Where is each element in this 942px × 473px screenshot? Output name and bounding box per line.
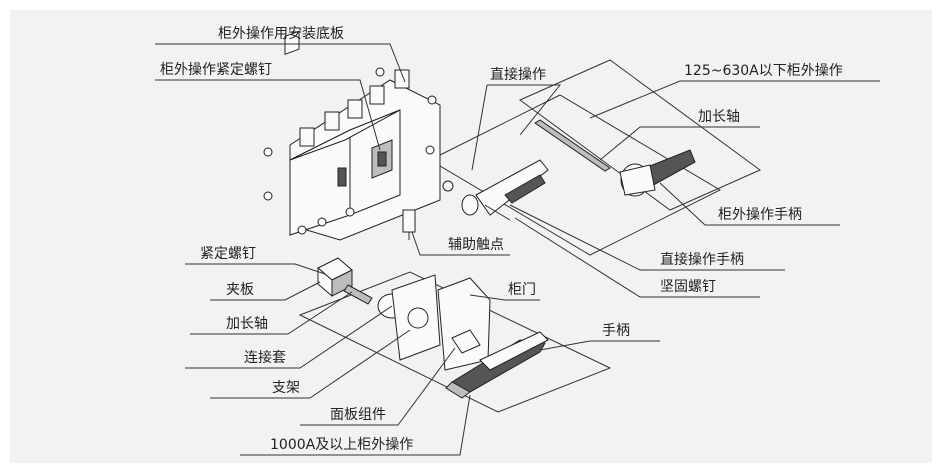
direct-handle-part <box>442 159 549 221</box>
leader-lines <box>155 43 880 456</box>
label-bracket: 支架 <box>272 380 300 396</box>
label-panel-assembly: 面板组件 <box>330 407 386 423</box>
label-direct-operation: 直接操作 <box>490 66 546 83</box>
label-outside-op-125-630: 125~630A以下柜外操作 <box>684 63 843 79</box>
bottom-handle-part <box>445 331 549 399</box>
label-outside-op-1000: 1000A及以上柜外操作 <box>270 437 413 453</box>
label-extension-shaft-bottom: 加长轴 <box>226 316 268 332</box>
label-fixing-screw-outside: 柜外操作紧定螺钉 <box>160 62 272 78</box>
label-fastening-screw: 坚固螺钉 <box>660 279 716 295</box>
extension-shaft-top-part <box>534 119 611 172</box>
label-aux-contact: 辅助触点 <box>448 237 504 253</box>
label-clamp-plate: 夹板 <box>226 282 254 298</box>
label-cabinet-door: 柜门 <box>508 282 536 298</box>
label-mounting-plate: 柜外操作用安装底板 <box>218 26 344 42</box>
bracket-part <box>377 274 441 361</box>
direct-operation-plane <box>428 94 722 256</box>
label-outside-handle: 柜外操作手柄 <box>718 207 802 223</box>
label-connector-sleeve: 连接套 <box>244 349 286 366</box>
label-extension-shaft-top: 加长轴 <box>698 109 740 125</box>
clamp-assembly-part <box>317 257 373 305</box>
cabinet-door-part <box>437 277 491 371</box>
label-set-screw: 紧定螺钉 <box>200 246 256 262</box>
outside-handle-part <box>619 149 696 197</box>
aux-contact-part <box>402 209 416 240</box>
switch-body <box>263 30 441 241</box>
label-handle: 手柄 <box>602 323 630 339</box>
label-direct-handle: 直接操作手柄 <box>660 251 744 268</box>
